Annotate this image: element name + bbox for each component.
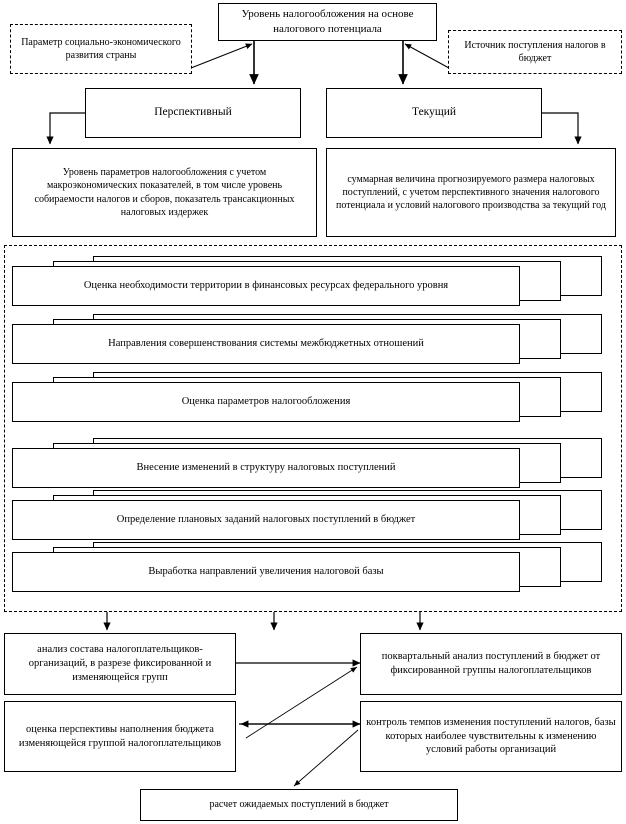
right-note-box[interactable]: Источник поступления налогов в бюджет xyxy=(448,30,622,74)
stack-layer-front: Оценка параметров налогообложения xyxy=(12,382,520,422)
stack-item[interactable]: Определение плановых заданий налоговых п… xyxy=(12,490,602,540)
stack-group-container xyxy=(4,245,622,612)
branch-box-current[interactable]: Текущий xyxy=(326,88,542,138)
description-box-current[interactable]: суммарная величина прогнозируемого разме… xyxy=(326,148,616,237)
stack-layer-front: Направления совершенствования системы ме… xyxy=(12,324,520,364)
stack-item-label: Выработка направлений увеличения налогов… xyxy=(148,565,384,577)
title-box[interactable]: Уровень налогообложения на основе налого… xyxy=(218,3,437,41)
branch-label: Текущий xyxy=(411,106,457,119)
stack-layer-front: Определение плановых заданий налоговых п… xyxy=(12,500,520,540)
stack-item[interactable]: Оценка параметров налогообложения xyxy=(12,372,602,422)
forecast-left-label: оценка перспективы наполнения бюджета из… xyxy=(18,723,222,749)
stack-layer-front: Выработка направлений увеличения налогов… xyxy=(12,552,520,592)
description-box-prospective[interactable]: Уровень параметров налогообложения с уче… xyxy=(12,148,317,237)
description-label: суммарная величина прогнозируемого разме… xyxy=(336,173,606,212)
branch-label: Перспективный xyxy=(154,106,232,119)
analysis-right-label: поквартальный анализ поступлений в бюдже… xyxy=(381,651,601,676)
stack-item-label: Направления совершенствования системы ме… xyxy=(108,337,424,349)
forecast-left-box[interactable]: оценка перспективы наполнения бюджета из… xyxy=(4,701,236,772)
branch-box-prospective[interactable]: Перспективный xyxy=(85,88,301,138)
left-note-box[interactable]: Параметр социально-экономического развит… xyxy=(10,24,192,74)
stack-item[interactable]: Внесение изменений в структуру налоговых… xyxy=(12,438,602,488)
analysis-left-label: анализ состава налогоплательщиков-органи… xyxy=(28,644,212,683)
stack-item-label: Оценка необходимости территории в финанс… xyxy=(83,279,449,291)
stack-layer-front: Оценка необходимости территории в финанс… xyxy=(12,266,520,306)
result-label: расчет ожидаемых поступлений в бюджет xyxy=(209,799,389,811)
right-note-label: Источник поступления налогов в бюджет xyxy=(464,39,606,64)
analysis-left-box[interactable]: анализ состава налогоплательщиков-органи… xyxy=(4,633,236,695)
stack-item[interactable]: Направления совершенствования системы ме… xyxy=(12,314,602,364)
stack-item-label: Внесение изменений в структуру налоговых… xyxy=(136,461,396,473)
stack-item[interactable]: Оценка необходимости территории в финанс… xyxy=(12,256,602,306)
control-right-box[interactable]: контроль темпов изменения поступлений на… xyxy=(360,701,622,772)
result-box[interactable]: расчет ожидаемых поступлений в бюджет xyxy=(140,789,458,821)
description-label: Уровень параметров налогообложения с уче… xyxy=(34,167,295,218)
stack-item-label: Определение плановых заданий налоговых п… xyxy=(116,513,416,525)
left-note-label: Параметр социально-экономического развит… xyxy=(21,36,181,61)
analysis-right-box[interactable]: поквартальный анализ поступлений в бюдже… xyxy=(360,633,622,695)
stack-layer-front: Внесение изменений в структуру налоговых… xyxy=(12,448,520,488)
stack-item[interactable]: Выработка направлений увеличения налогов… xyxy=(12,542,602,592)
stack-item-label: Оценка параметров налогообложения xyxy=(181,395,351,407)
control-right-label: контроль темпов изменения поступлений на… xyxy=(366,716,616,756)
title-box-label: Уровень налогообложения на основе налого… xyxy=(241,8,414,35)
